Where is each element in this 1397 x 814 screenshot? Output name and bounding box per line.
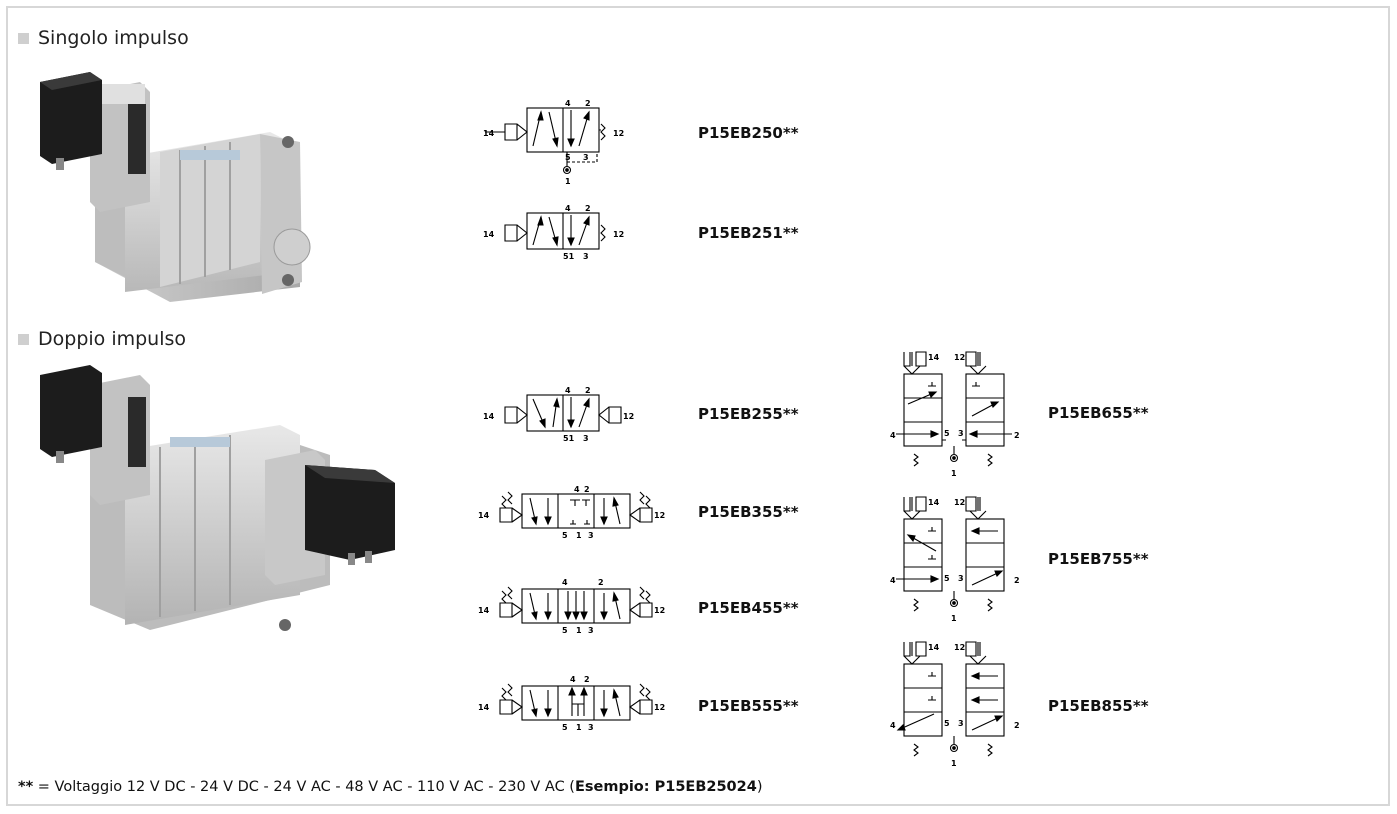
- port-14-label: 14: [483, 129, 495, 138]
- bullet-square-icon: [18, 32, 29, 44]
- footnote-example: Esempio: P15EB25024: [574, 779, 757, 795]
- port-2-label: 2: [584, 675, 590, 684]
- footnote-text: = Voltaggio 12 V DC - 24 V DC - 24 V AC …: [33, 779, 575, 795]
- port-12-label: 12: [954, 353, 965, 362]
- port-4-label: 4: [565, 204, 571, 213]
- port-3-label: 3: [958, 429, 964, 438]
- symbol-p15eb855: 14 12 4 5 3 2 1: [888, 640, 1023, 774]
- product-code: P15EB855**: [1048, 697, 1149, 715]
- port-14-label: 14: [483, 230, 495, 239]
- product-code: P15EB251**: [698, 224, 799, 242]
- port-14-label: 14: [928, 643, 940, 652]
- section-single-label: Singolo impulso: [38, 27, 189, 49]
- symbol-p15eb255: 14 12 4 2 51 3: [483, 385, 643, 451]
- port-4-label: 4: [565, 386, 571, 395]
- port-2-label: 2: [1014, 431, 1020, 440]
- product-code: P15EB250**: [698, 124, 799, 142]
- port-3-label: 3: [958, 719, 964, 728]
- port-5-label: 5: [562, 531, 568, 540]
- port-4-label: 4: [562, 578, 568, 587]
- port-3-label: 3: [588, 626, 594, 635]
- port-12-label: 12: [654, 511, 665, 520]
- port-4-label: 4: [565, 99, 571, 108]
- double-solenoid-valve-photo: [30, 355, 400, 644]
- port-14-label: 14: [928, 498, 940, 507]
- symbol-p15eb250: 14 12 4 2 5 3 1: [483, 96, 638, 192]
- symbol-p15eb755: 14 12 4 5 3 2 1: [888, 495, 1023, 629]
- bullet-square-icon: [18, 333, 29, 345]
- port-12-label: 12: [613, 230, 624, 239]
- port-4-label: 4: [570, 675, 576, 684]
- footnote-stars: **: [18, 779, 34, 795]
- section-double-label: Doppio impulso: [38, 328, 187, 350]
- product-code: P15EB355**: [698, 503, 799, 521]
- port-1-label: 1: [576, 531, 582, 540]
- section-double-title: Doppio impulso: [18, 328, 186, 350]
- symbol-p15eb655: 14 12 4 5 3 2 1: [888, 350, 1023, 484]
- port-3-label: 3: [583, 434, 589, 443]
- port-2-label: 2: [1014, 576, 1020, 585]
- port-14-label: 14: [928, 353, 940, 362]
- port-2-label: 2: [598, 578, 604, 587]
- port-51-label: 51: [563, 252, 575, 261]
- section-single-title: Singolo impulso: [18, 27, 189, 49]
- port-12-label: 12: [623, 412, 634, 421]
- port-4-label: 4: [890, 721, 896, 730]
- port-14-label: 14: [483, 412, 495, 421]
- port-12-label: 12: [654, 606, 665, 615]
- port-5-label: 5: [562, 626, 568, 635]
- port-1-label: 1: [576, 626, 582, 635]
- single-solenoid-valve-photo: [30, 62, 330, 311]
- product-code: P15EB555**: [698, 697, 799, 715]
- port-2-label: 2: [585, 386, 591, 395]
- symbol-p15eb355: 14 12 4 2 5 1 3: [478, 480, 668, 546]
- symbol-p15eb455: 14 12 4 2 5 1 3: [478, 575, 668, 641]
- port-5-label: 5: [562, 723, 568, 732]
- port-1-label: 1: [565, 177, 571, 186]
- port-3-label: 3: [588, 531, 594, 540]
- port-5-label: 5: [944, 429, 950, 438]
- footnote-close: ): [756, 779, 763, 795]
- port-14-label: 14: [478, 606, 490, 615]
- port-2-label: 2: [585, 99, 591, 108]
- port-2-label: 2: [584, 485, 590, 494]
- port-1-label: 1: [951, 614, 957, 623]
- product-code: P15EB455**: [698, 599, 799, 617]
- port-12-label: 12: [613, 129, 624, 138]
- port-3-label: 3: [583, 252, 589, 261]
- port-1-label: 1: [951, 759, 957, 768]
- port-5-label: 5: [944, 719, 950, 728]
- port-14-label: 14: [478, 511, 490, 520]
- port-4-label: 4: [890, 431, 896, 440]
- port-4-label: 4: [890, 576, 896, 585]
- port-2-label: 2: [585, 204, 591, 213]
- port-5-label: 5: [944, 574, 950, 583]
- port-3-label: 3: [588, 723, 594, 732]
- port-3-label: 3: [583, 153, 589, 162]
- product-code: P15EB255**: [698, 405, 799, 423]
- port-51-label: 51: [563, 434, 575, 443]
- port-4-label: 4: [574, 485, 580, 494]
- port-12-label: 12: [654, 703, 665, 712]
- port-12-label: 12: [954, 643, 965, 652]
- port-5-label: 5: [565, 153, 571, 162]
- port-1-label: 1: [576, 723, 582, 732]
- product-code: P15EB755**: [1048, 550, 1149, 568]
- port-1-label: 1: [951, 469, 957, 478]
- symbol-p15eb555: 14 12 4 2 5 1 3: [478, 672, 668, 738]
- port-2-label: 2: [1014, 721, 1020, 730]
- port-12-label: 12: [954, 498, 965, 507]
- symbol-p15eb251: 14 12 4 2 51 3: [483, 203, 638, 269]
- page-frame: [6, 6, 1390, 806]
- port-3-label: 3: [958, 574, 964, 583]
- port-14-label: 14: [478, 703, 490, 712]
- voltage-footnote: ** = Voltaggio 12 V DC - 24 V DC - 24 V …: [18, 779, 763, 795]
- product-code: P15EB655**: [1048, 404, 1149, 422]
